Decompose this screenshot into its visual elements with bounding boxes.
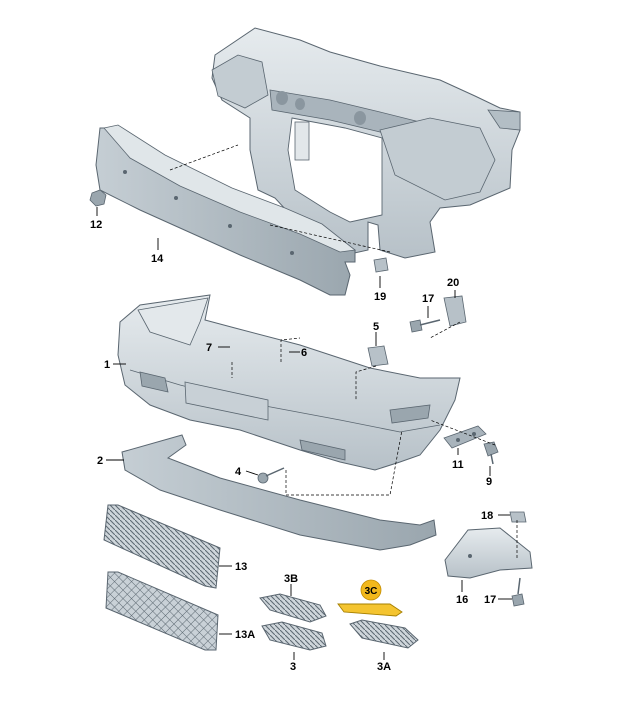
cover-16 xyxy=(444,527,533,579)
screw-4 xyxy=(257,467,285,484)
clip-5 xyxy=(367,345,389,367)
callout-14: 14 xyxy=(151,253,164,265)
lock-carrier xyxy=(211,27,521,259)
callout-3c: 3C xyxy=(365,586,378,597)
fog-grille-3b xyxy=(259,593,327,623)
bracket-20 xyxy=(443,295,467,327)
callout-11: 11 xyxy=(452,459,464,471)
callout-labels: 12 14 19 20 17 5 7 6 1 2 4 11 9 13 13A 3… xyxy=(90,219,496,673)
grille-13 xyxy=(103,504,221,589)
callout-1: 1 xyxy=(104,359,110,371)
grille-13a xyxy=(105,571,219,651)
callout-19: 19 xyxy=(374,291,386,303)
callout-3a: 3A xyxy=(377,661,391,673)
callout-9: 9 xyxy=(486,476,492,488)
spoiler-lip xyxy=(121,434,437,551)
fog-grille-3a xyxy=(349,619,419,649)
callout-7: 7 xyxy=(206,342,212,354)
trim-strip-3c xyxy=(337,603,403,617)
clip-18 xyxy=(509,511,527,523)
callout-2: 2 xyxy=(97,455,103,467)
callout-3b: 3B xyxy=(284,573,298,585)
fog-grille-3 xyxy=(261,621,327,651)
screw-17-top xyxy=(409,319,441,333)
callout-13a: 13A xyxy=(235,629,255,641)
bracket-11 xyxy=(443,425,487,449)
nut-12 xyxy=(89,189,107,207)
clip-19 xyxy=(373,257,389,273)
callout-3: 3 xyxy=(290,661,296,673)
bolt-9 xyxy=(483,441,499,465)
callout-17-top: 17 xyxy=(422,293,434,305)
callout-18: 18 xyxy=(481,510,493,522)
assembly-lines xyxy=(169,144,518,560)
callout-6: 6 xyxy=(301,347,307,359)
callout-5: 5 xyxy=(373,321,379,333)
callout-16: 16 xyxy=(456,594,468,606)
leader-lines xyxy=(96,207,512,660)
callout-12: 12 xyxy=(90,219,102,231)
bumper-reinforcement xyxy=(95,124,356,296)
callout-17-bottom: 17 xyxy=(484,594,496,606)
callout-13: 13 xyxy=(235,561,247,573)
callout-20: 20 xyxy=(447,277,459,289)
bumper-cover xyxy=(117,294,461,471)
callout-4: 4 xyxy=(235,466,242,478)
screw-17-bottom xyxy=(511,577,525,607)
callout-3c-badge: 3C xyxy=(360,579,382,601)
